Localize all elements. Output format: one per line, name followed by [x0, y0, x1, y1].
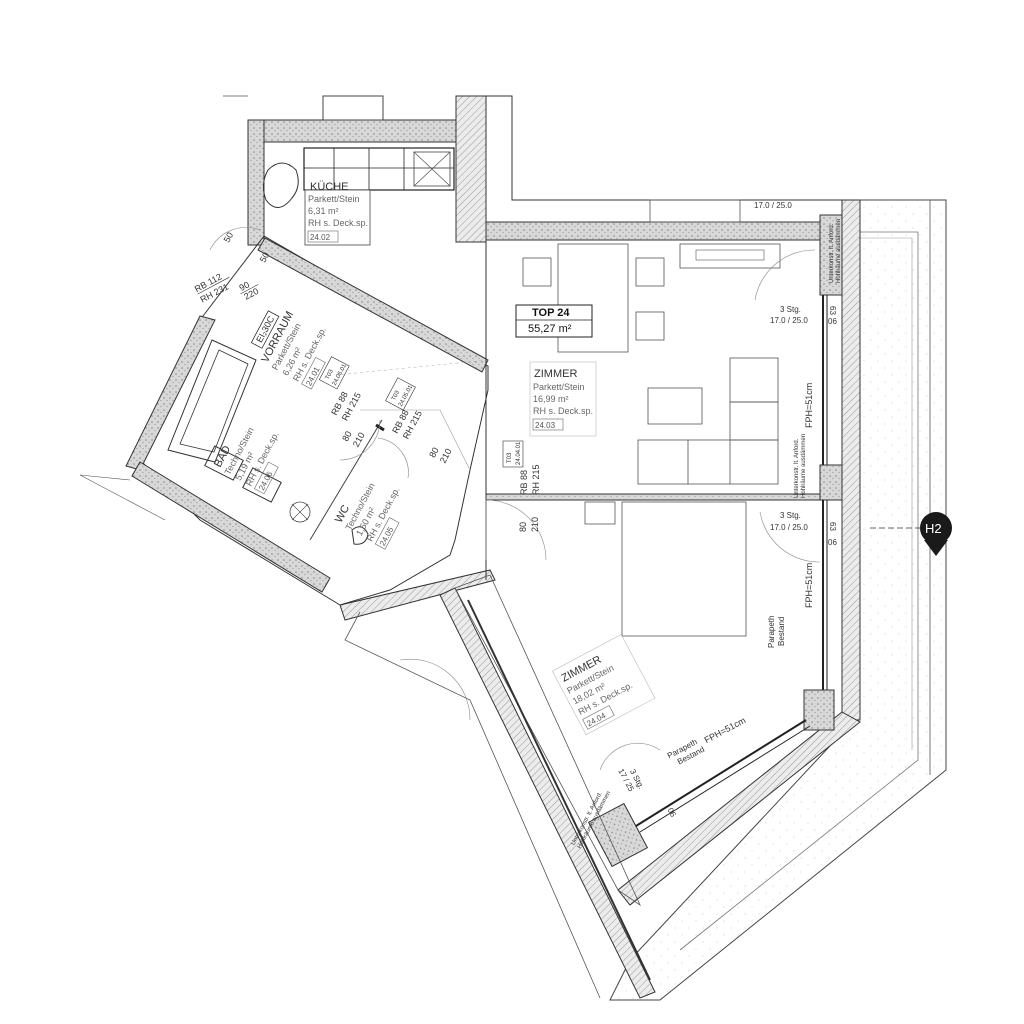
bestand-label: Bestand — [777, 617, 786, 646]
door-width: 80 — [518, 522, 528, 532]
facade-walls — [587, 199, 861, 906]
door-ref: 24.04.01 — [516, 441, 522, 465]
parapet-label: Parapeth — [767, 616, 776, 648]
value-06: 06 — [666, 806, 678, 819]
fph-label: FPH=51cm — [804, 383, 814, 428]
value-63: 63 — [828, 522, 837, 531]
door-height: 210 — [530, 517, 540, 532]
room-code: 24.03 — [535, 421, 556, 430]
door-wc: RB 88 RH 215 80 210 T03 24.05.01 — [385, 377, 454, 465]
door-tag: T03 — [391, 389, 401, 402]
door-height: 210 — [351, 431, 367, 449]
room-wc: WC Techno/Stein 1,50 m² RH s. Deck.sp. 2… — [333, 481, 402, 550]
stairs-label: 3 Stg. — [780, 305, 801, 314]
unit-area: 55,27 m² — [528, 323, 572, 335]
door-zimmer: RB 88 RH 215 T03 24.04.01 — [502, 440, 541, 495]
furniture-zimmer1 — [522, 243, 821, 563]
section-marker-h2: H2 — [870, 512, 952, 556]
unit-label: TOP 24 55,27 m² — [515, 304, 593, 338]
room-name: KÜCHE — [310, 181, 349, 193]
door-width: 80 — [427, 446, 441, 460]
section-label: H2 — [925, 521, 942, 536]
value-63: 63 — [828, 306, 837, 315]
room-floor: Parkett/Stein — [308, 194, 360, 204]
value-06: 06 — [828, 538, 837, 547]
fph-label: FPH=51cm — [703, 715, 748, 745]
room-zimmer-2: ZIMMER Parkett/Stein 18,02 m² RH s. Deck… — [551, 634, 656, 736]
unterkonst-line2: Hohlräume ausdämmen — [801, 434, 807, 498]
room-zimmer-1: ZIMMER Parkett/Stein 16,99 m² RH s. Deck… — [529, 361, 597, 437]
unterkonst-line1: Unterkonstr. lt. Anford. — [794, 438, 800, 498]
door-width: 80 — [340, 429, 354, 443]
stairs-dims: 17.0 / 25.0 — [770, 523, 808, 532]
door-entrance: RB 112 RH 231 90 220 — [193, 271, 260, 304]
room-area: 16,99 m² — [533, 394, 569, 404]
room-code: 24.02 — [310, 233, 331, 242]
unit-name: TOP 24 — [532, 307, 570, 319]
unterkonst-line1: Unterkonstr. lt. Anford. — [829, 223, 835, 283]
top-walls — [455, 95, 843, 243]
door-height: 210 — [438, 447, 454, 465]
dim-value: 50 — [222, 231, 236, 245]
door-rb: RB 88 — [519, 470, 529, 495]
room-height: RH s. Deck.sp. — [308, 218, 368, 228]
room-area: 6,31 m² — [308, 206, 339, 216]
furniture-zimmer2 — [584, 501, 747, 771]
door-rh: RH 215 — [531, 464, 541, 495]
door-zimmer-2: 80 210 — [518, 517, 540, 532]
value-06: 06 — [828, 317, 837, 326]
room-kueche: KÜCHE Parkett/Stein 6,31 m² RH s. Deck.s… — [307, 181, 368, 243]
stairs-dims: 17.0 / 25.0 — [770, 316, 808, 325]
room-name: ZIMMER — [534, 368, 577, 380]
kitchen-walls — [223, 95, 457, 246]
door-width: 90 — [238, 279, 252, 293]
door-tag: T03 — [507, 452, 513, 463]
fph-label: FPH=51cm — [804, 563, 814, 608]
door-tag: T03 — [325, 368, 335, 381]
unterkonst-line2: Hohlräume ausdämmen — [836, 219, 842, 283]
dim-value: 50 — [258, 251, 272, 265]
room-code: 24.04 — [585, 711, 607, 729]
dim-50: 50 — [222, 231, 236, 245]
internal-walls — [485, 240, 821, 580]
terrace — [609, 199, 947, 1001]
room-height: RH s. Deck.sp. — [533, 406, 593, 416]
bathroom-block — [125, 227, 496, 621]
room-floor: Parkett/Stein — [533, 382, 585, 392]
dim-50b: 50 — [258, 251, 272, 265]
stairs-label: 3 Stg. — [780, 511, 801, 520]
lower-walls — [79, 474, 656, 999]
dim-top: 17.0 / 25.0 — [754, 201, 792, 210]
